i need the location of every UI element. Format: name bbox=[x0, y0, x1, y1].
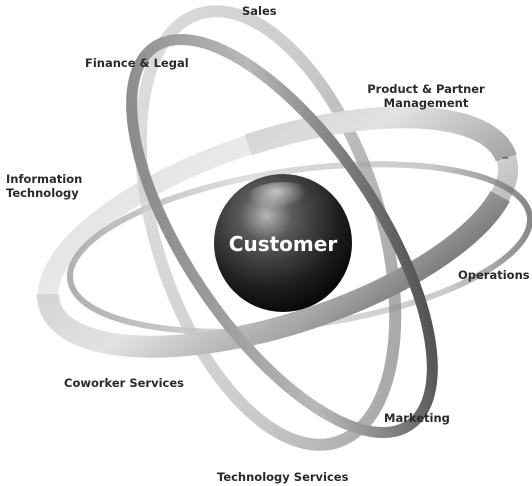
orbit-dark bbox=[126, 34, 438, 438]
customer-label: Customer bbox=[229, 232, 338, 256]
node-label-product-partner: Product & Partner Management bbox=[367, 82, 485, 110]
node-label-information-technology: Information Technology bbox=[6, 172, 83, 200]
node-label-operations: Operations bbox=[458, 268, 530, 282]
node-label-finance-legal: Finance & Legal bbox=[85, 56, 189, 70]
orbit-wide-front bbox=[36, 106, 520, 358]
customer-sphere: Customer bbox=[214, 174, 352, 312]
node-label-coworker-services: Coworker Services bbox=[64, 376, 185, 390]
trademark-symbol: ™ bbox=[502, 156, 509, 164]
node-label-sales: Sales bbox=[242, 4, 277, 18]
node-label-technology-services: Technology Services bbox=[217, 470, 349, 484]
node-label-marketing: Marketing bbox=[384, 411, 450, 425]
